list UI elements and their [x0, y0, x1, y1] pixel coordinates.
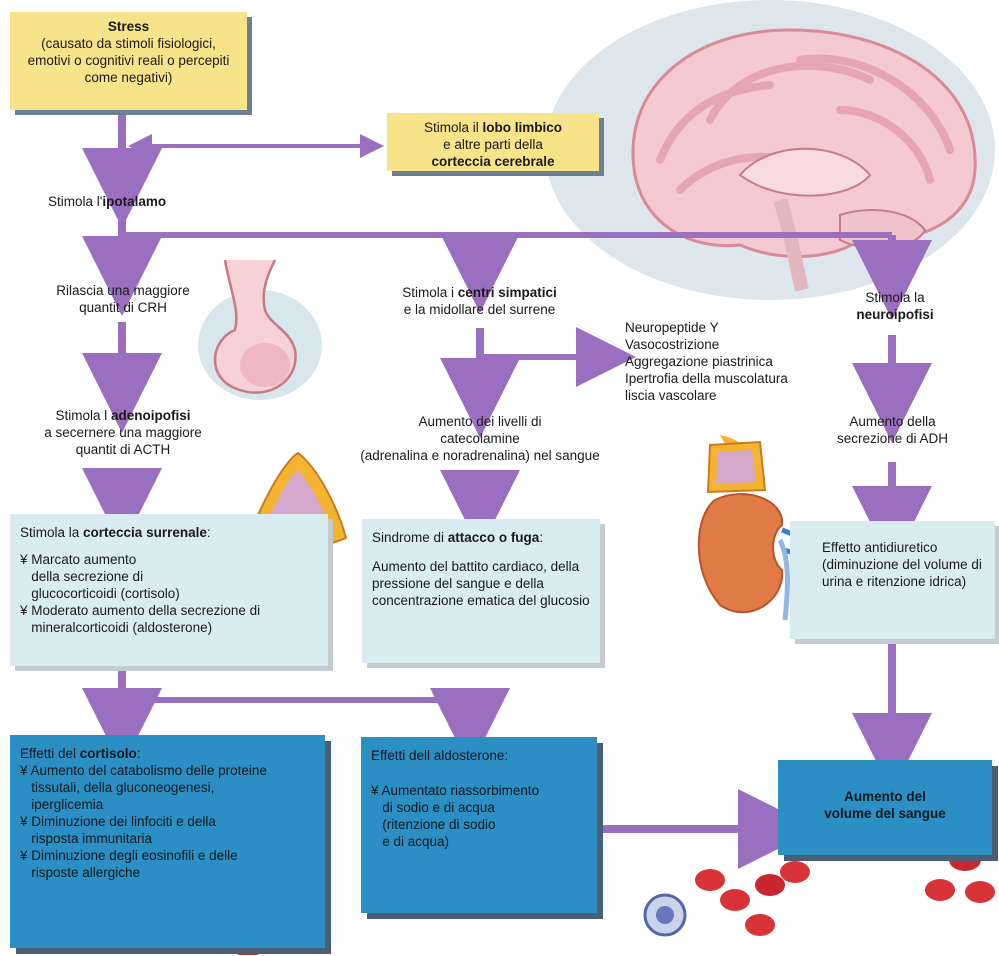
- antidiuretic-text: Effetto antidiuretico (diminuzione del v…: [822, 539, 987, 590]
- adrenal-cortex-bullet-1: ¥ Marcato aumento della secrezione di gl…: [20, 551, 318, 602]
- aldosterone-title: Effetti dell aldosterone:: [371, 747, 587, 764]
- blood-volume-line1: Aumento del: [788, 788, 982, 805]
- cortisol-effects-box: Effetti del cortisolo: ¥ Aumento del cat…: [10, 735, 325, 948]
- limbic-line1: Stimola il lobo limbico: [395, 119, 591, 136]
- catecholamine-label: Aumento dei livelli di catecolamine (adr…: [330, 413, 630, 464]
- cortisol-bullet-3: ¥ Diminuzione degli eosinofili e delle r…: [20, 847, 315, 881]
- limbic-line3: corteccia cerebrale: [395, 153, 591, 170]
- fight-flight-box: Sindrome di attacco o fuga: Aumento del …: [362, 519, 600, 663]
- adrenal-cortex-title: Stimola la corteccia surrenale:: [20, 524, 318, 541]
- blood-volume-line2: volume del sangue: [788, 805, 982, 822]
- hypothalamus-label: Stimola l'ipotalamo: [48, 193, 166, 210]
- aldosterone-body: ¥ Aumentato riassorbimento di sodio e di…: [371, 782, 587, 850]
- cortisol-bullet-2: ¥ Diminuzione dei linfociti e della risp…: [20, 813, 315, 847]
- neuropeptide-list: Neuropeptide Y Vasocostrizione Aggregazi…: [625, 319, 825, 404]
- stress-title: Stress: [18, 18, 239, 35]
- adrenal-cortex-bullet-2: ¥ Moderato aumento della secrezione di m…: [20, 602, 318, 636]
- stress-box: Stress (causato da stimoli fisiologici, …: [10, 12, 247, 110]
- antidiuretic-box: Effetto antidiuretico (diminuzione del v…: [790, 521, 995, 639]
- adrenal-cortex-box: Stimola la corteccia surrenale: ¥ Marcat…: [10, 514, 328, 666]
- sympathetic-label: Stimola i centri simpatici e la midollar…: [372, 284, 587, 318]
- cortisol-bullet-1: ¥ Aumento del catabolismo delle proteine…: [20, 762, 315, 813]
- limbic-box: Stimola il lobo limbico e altre parti de…: [387, 113, 599, 171]
- blood-volume-box: Aumento del volume del sangue: [778, 760, 992, 855]
- fight-flight-title: Sindrome di attacco o fuga:: [372, 529, 590, 546]
- adenohypophysis-label: Stimola l adenoipofisi a secernere una m…: [18, 407, 228, 458]
- stress-description: (causato da stimoli fisiologici, emotivi…: [18, 35, 239, 86]
- aldosterone-effects-box: Effetti dell aldosterone: ¥ Aumentato ri…: [361, 737, 597, 913]
- fight-flight-body: Aumento del battito cardiaco, della pres…: [372, 558, 590, 609]
- cortisol-title: Effetti del cortisolo:: [20, 745, 315, 762]
- limbic-line2: e altre parti della: [395, 136, 591, 153]
